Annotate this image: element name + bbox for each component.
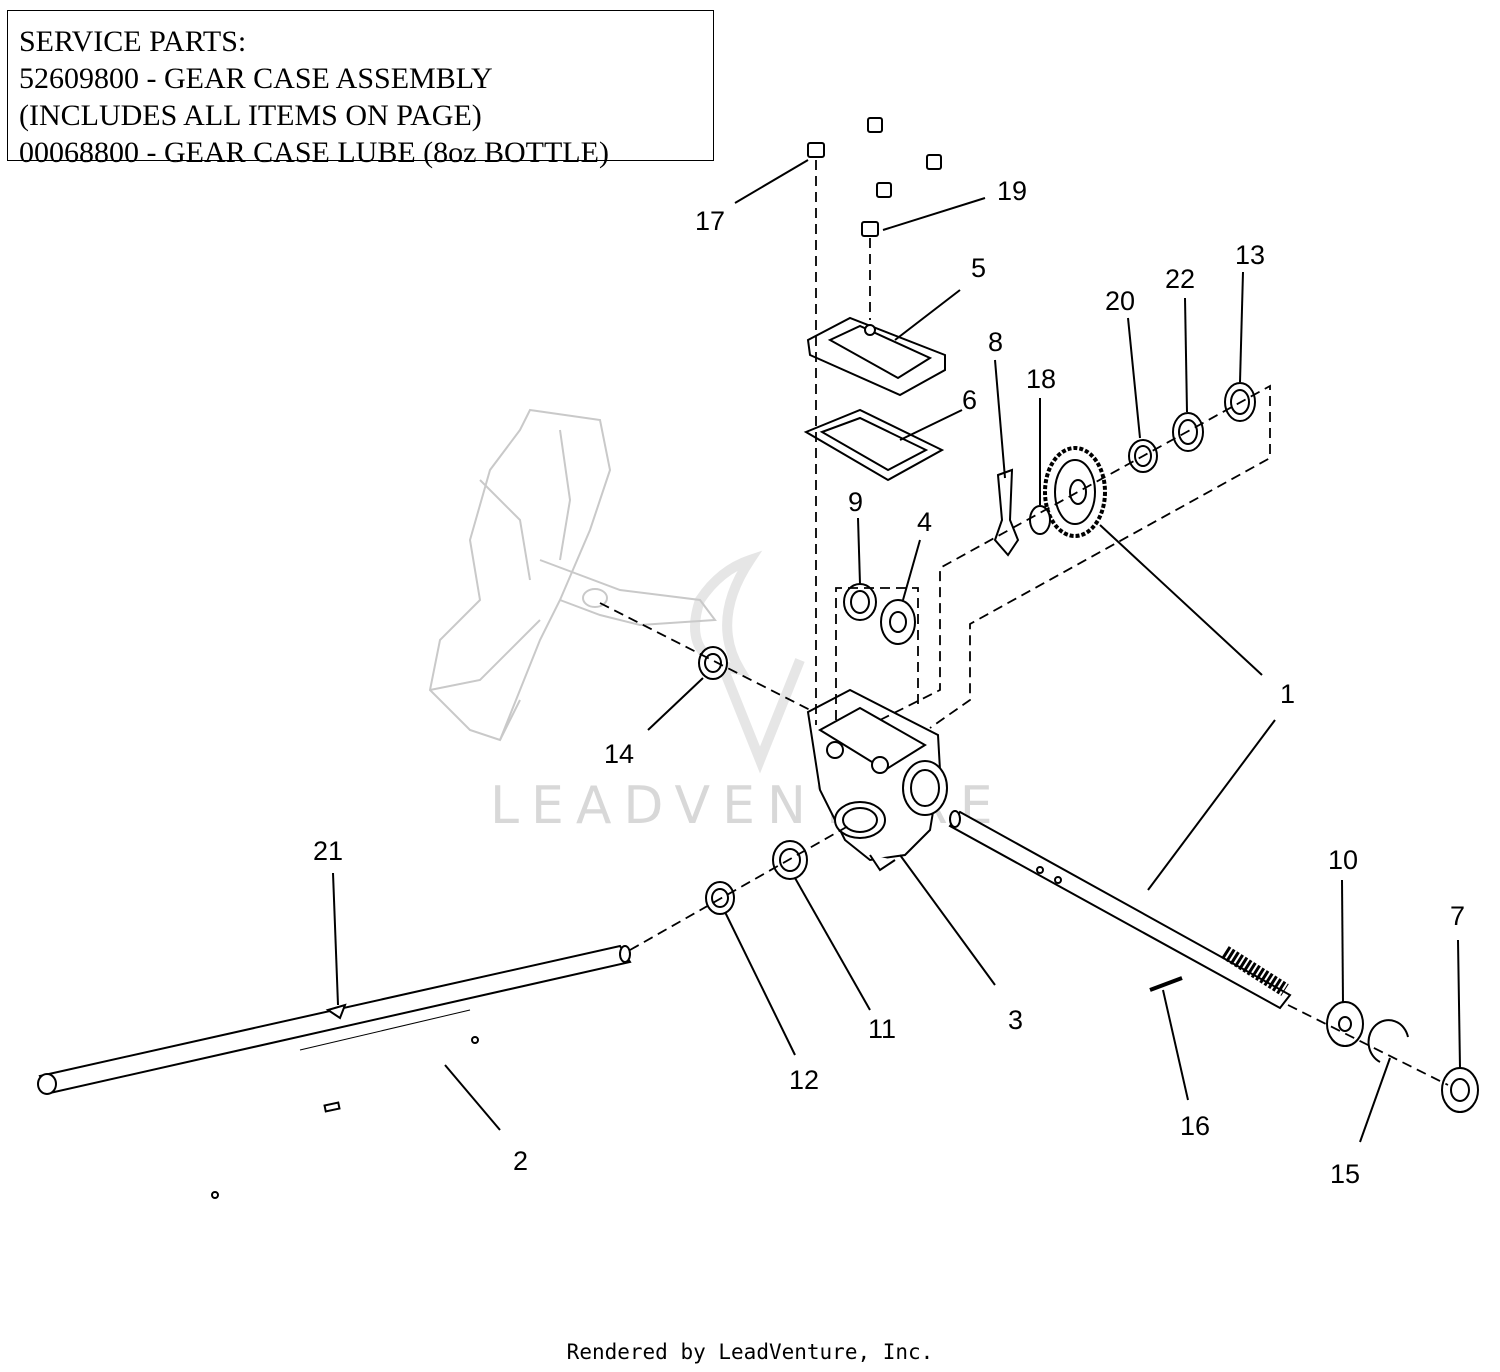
includes-all-items-line: (INCLUDES ALL ITEMS ON PAGE) bbox=[19, 99, 482, 132]
callout-17: 17 bbox=[695, 206, 725, 236]
callout-4: 4 bbox=[917, 507, 932, 537]
callout-9: 9 bbox=[848, 487, 863, 517]
bolt-17 bbox=[807, 142, 825, 158]
callout-10: 10 bbox=[1328, 845, 1358, 875]
gear-case-housing-3 bbox=[806, 688, 948, 872]
gear-case-lube-line: 00068800 - GEAR CASE LUBE (8oz BOTTLE) bbox=[19, 136, 609, 169]
callout-16: 16 bbox=[1180, 1111, 1210, 1141]
gear-case-assembly-line: 52609800 - GEAR CASE ASSEMBLY bbox=[19, 62, 493, 95]
callout-22: 22 bbox=[1165, 264, 1195, 294]
impeller-ghost bbox=[428, 408, 717, 742]
footer-credit: Rendered by LeadVenture, Inc. bbox=[566, 1340, 934, 1364]
shaft-2 bbox=[37, 944, 632, 1199]
callout-21: 21 bbox=[313, 836, 343, 866]
shift-clip-8 bbox=[993, 468, 1020, 557]
gasket-6 bbox=[803, 408, 945, 482]
worm-shaft-1 bbox=[948, 810, 1292, 1010]
worm-gear-1 bbox=[1043, 446, 1107, 538]
pins bbox=[325, 976, 1183, 1020]
bolt-19 bbox=[861, 221, 879, 237]
gear-case-cover-5 bbox=[806, 316, 946, 397]
bolts bbox=[807, 117, 942, 237]
callout-20: 20 bbox=[1105, 286, 1135, 316]
leader-lines bbox=[332, 159, 1461, 1143]
callout-13: 13 bbox=[1235, 240, 1265, 270]
callout-12: 12 bbox=[789, 1065, 819, 1095]
callout-6: 6 bbox=[962, 385, 977, 415]
callout-5: 5 bbox=[971, 253, 986, 283]
snap-ring-15 bbox=[1367, 1019, 1409, 1063]
callout-18: 18 bbox=[1026, 364, 1056, 394]
callout-1: 1 bbox=[1280, 679, 1295, 709]
callout-8: 8 bbox=[988, 327, 1003, 357]
callout-11: 11 bbox=[868, 1014, 896, 1044]
callout-2: 2 bbox=[513, 1146, 528, 1176]
assembly-dashed-lines bbox=[599, 160, 1449, 1086]
service-parts-heading: SERVICE PARTS: bbox=[19, 25, 247, 58]
callout-3: 3 bbox=[1008, 1005, 1023, 1035]
callout-19: 19 bbox=[997, 176, 1027, 206]
service-parts-box: SERVICE PARTS: 52609800 - GEAR CASE ASSE… bbox=[7, 10, 714, 169]
ring-18 bbox=[1029, 505, 1051, 535]
callout-15: 15 bbox=[1330, 1159, 1360, 1189]
callout-14: 14 bbox=[604, 739, 634, 769]
pin-16 bbox=[1149, 976, 1183, 992]
callout-7: 7 bbox=[1450, 901, 1465, 931]
key-21 bbox=[325, 1003, 347, 1020]
callout-labels: 1 2 3 4 5 6 7 8 9 10 11 12 13 14 15 16 1… bbox=[313, 176, 1465, 1189]
